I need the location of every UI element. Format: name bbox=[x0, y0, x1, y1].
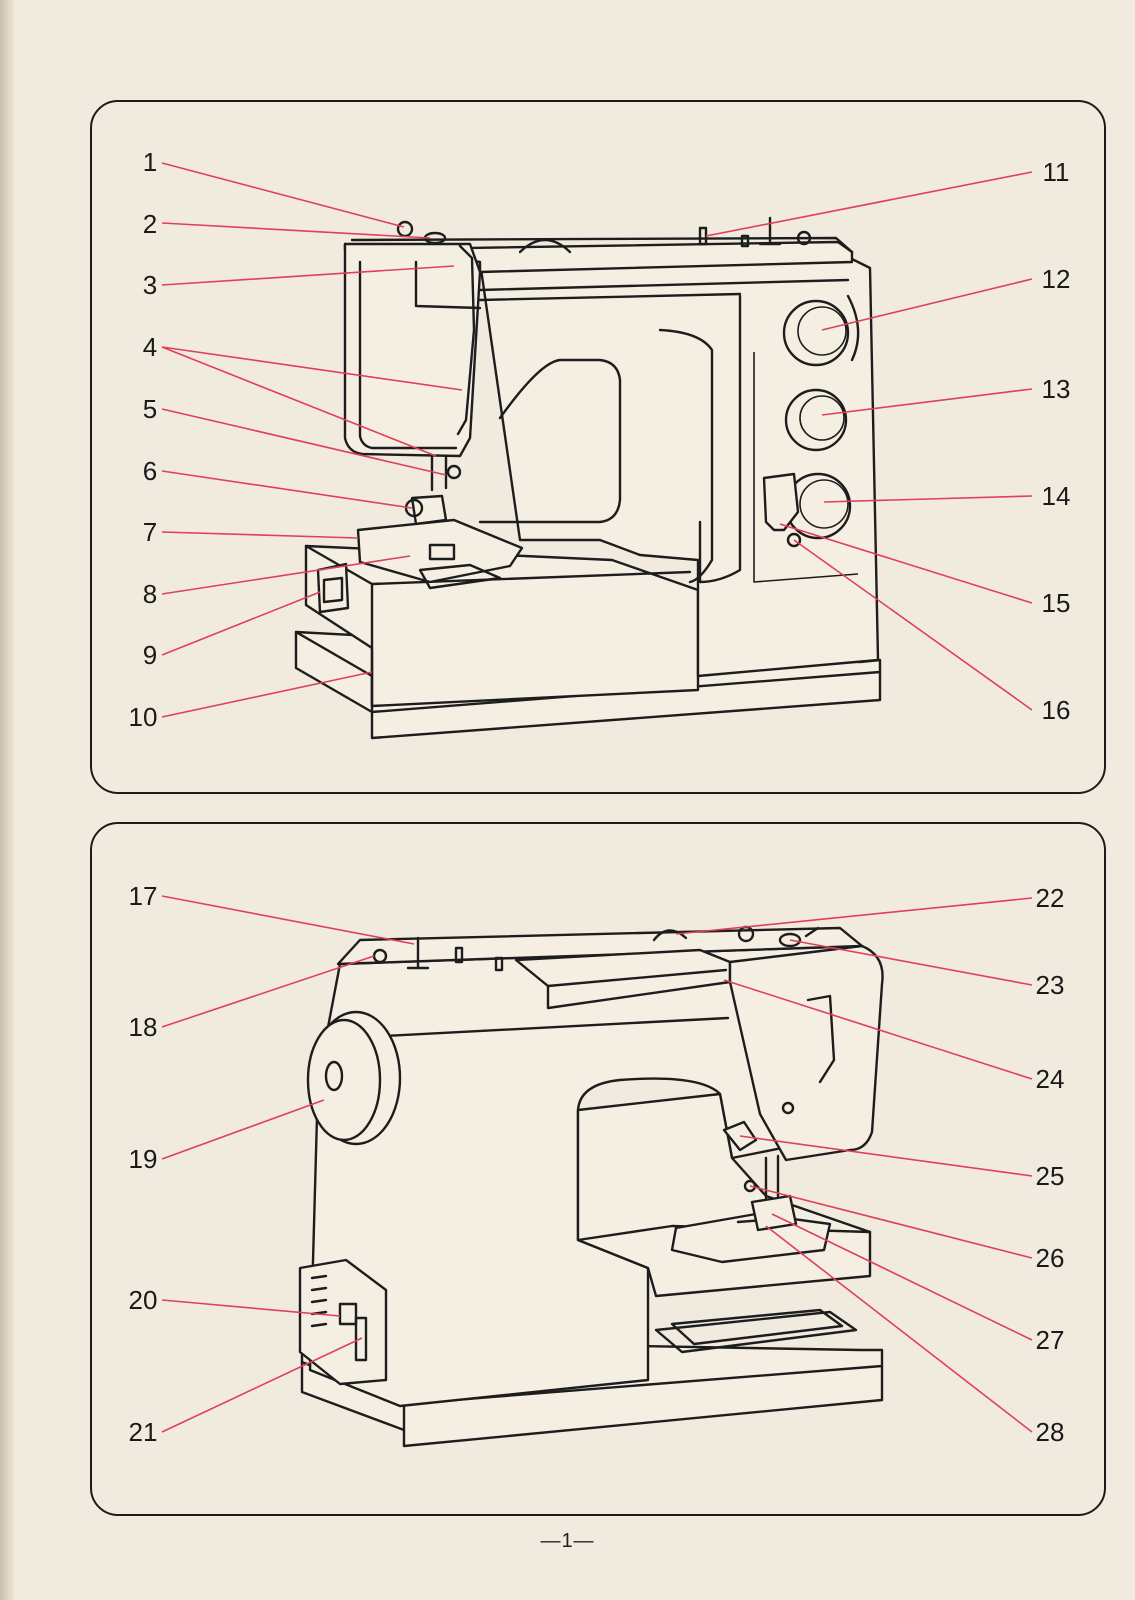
callout-15: 15 bbox=[1042, 588, 1071, 618]
back-view-panel bbox=[90, 822, 1106, 1516]
leader-line bbox=[161, 222, 431, 239]
callout-27: 27 bbox=[1036, 1325, 1065, 1355]
leader-line bbox=[821, 278, 1033, 331]
callout-2: 2 bbox=[143, 209, 157, 239]
callout-26: 26 bbox=[1036, 1243, 1065, 1273]
callout-14: 14 bbox=[1042, 481, 1071, 511]
callout-numbers: 1 2 3 4 5 6 7 8 9 10 11 12 13 14 15 16 1… bbox=[129, 147, 1071, 1447]
callout-20: 20 bbox=[129, 1285, 158, 1315]
leader-line bbox=[675, 897, 1033, 935]
leader-line bbox=[161, 346, 437, 457]
page-number: —1— bbox=[540, 1530, 595, 1552]
callout-28: 28 bbox=[1036, 1417, 1065, 1447]
callout-24: 24 bbox=[1036, 1064, 1065, 1094]
callout-22: 22 bbox=[1036, 883, 1065, 913]
leader-line bbox=[739, 1135, 1033, 1177]
callout-13: 13 bbox=[1042, 374, 1071, 404]
sewing-machine-back-illustration bbox=[298, 925, 884, 1448]
leader-line bbox=[771, 1213, 1033, 1341]
leader-line bbox=[161, 531, 359, 539]
leader-line bbox=[161, 555, 411, 595]
leader-line bbox=[161, 1099, 325, 1160]
callout-10: 10 bbox=[129, 702, 158, 732]
leader-line bbox=[161, 1337, 363, 1433]
stitch-length-dial bbox=[784, 388, 848, 452]
leader-line bbox=[161, 671, 373, 718]
handwheel bbox=[306, 1010, 402, 1146]
callout-23: 23 bbox=[1036, 970, 1065, 1000]
callout-9: 9 bbox=[143, 640, 157, 670]
leader-line bbox=[161, 591, 321, 656]
callout-11: 11 bbox=[1043, 157, 1070, 187]
callout-8: 8 bbox=[143, 579, 157, 609]
callout-12: 12 bbox=[1042, 264, 1071, 294]
leader-line bbox=[723, 979, 1033, 1080]
callout-5: 5 bbox=[143, 394, 157, 424]
leader-line bbox=[161, 1299, 341, 1317]
callout-1: 1 bbox=[143, 147, 157, 177]
leader-line bbox=[749, 1185, 1033, 1259]
leader-line bbox=[793, 539, 1033, 711]
pattern-selector-dial bbox=[782, 299, 850, 367]
leader-line bbox=[789, 939, 1033, 986]
callout-17: 17 bbox=[129, 881, 158, 911]
callout-4: 4 bbox=[143, 332, 157, 362]
leader-line bbox=[821, 388, 1033, 416]
callout-21: 21 bbox=[129, 1417, 158, 1447]
callout-7: 7 bbox=[143, 517, 157, 547]
callout-3: 3 bbox=[143, 270, 157, 300]
leader-line bbox=[161, 265, 455, 286]
leader-line bbox=[823, 495, 1033, 503]
leader-line bbox=[765, 1225, 1033, 1433]
front-view-panel bbox=[90, 100, 1106, 794]
page-edge bbox=[0, 0, 14, 1600]
callout-6: 6 bbox=[143, 456, 157, 486]
leader-line bbox=[161, 408, 447, 476]
leader-line bbox=[161, 162, 405, 228]
sewing-machine-front-illustration bbox=[294, 216, 882, 740]
callout-25: 25 bbox=[1036, 1161, 1065, 1191]
leader-line bbox=[161, 346, 463, 391]
leader-lines bbox=[161, 162, 1033, 1433]
leader-line bbox=[161, 895, 415, 945]
callout-18: 18 bbox=[129, 1012, 158, 1042]
leader-line bbox=[161, 955, 375, 1028]
leader-line bbox=[705, 171, 1033, 237]
leader-line bbox=[161, 470, 413, 509]
callout-16: 16 bbox=[1042, 695, 1071, 725]
callout-19: 19 bbox=[129, 1144, 158, 1174]
leader-line bbox=[779, 523, 1033, 604]
